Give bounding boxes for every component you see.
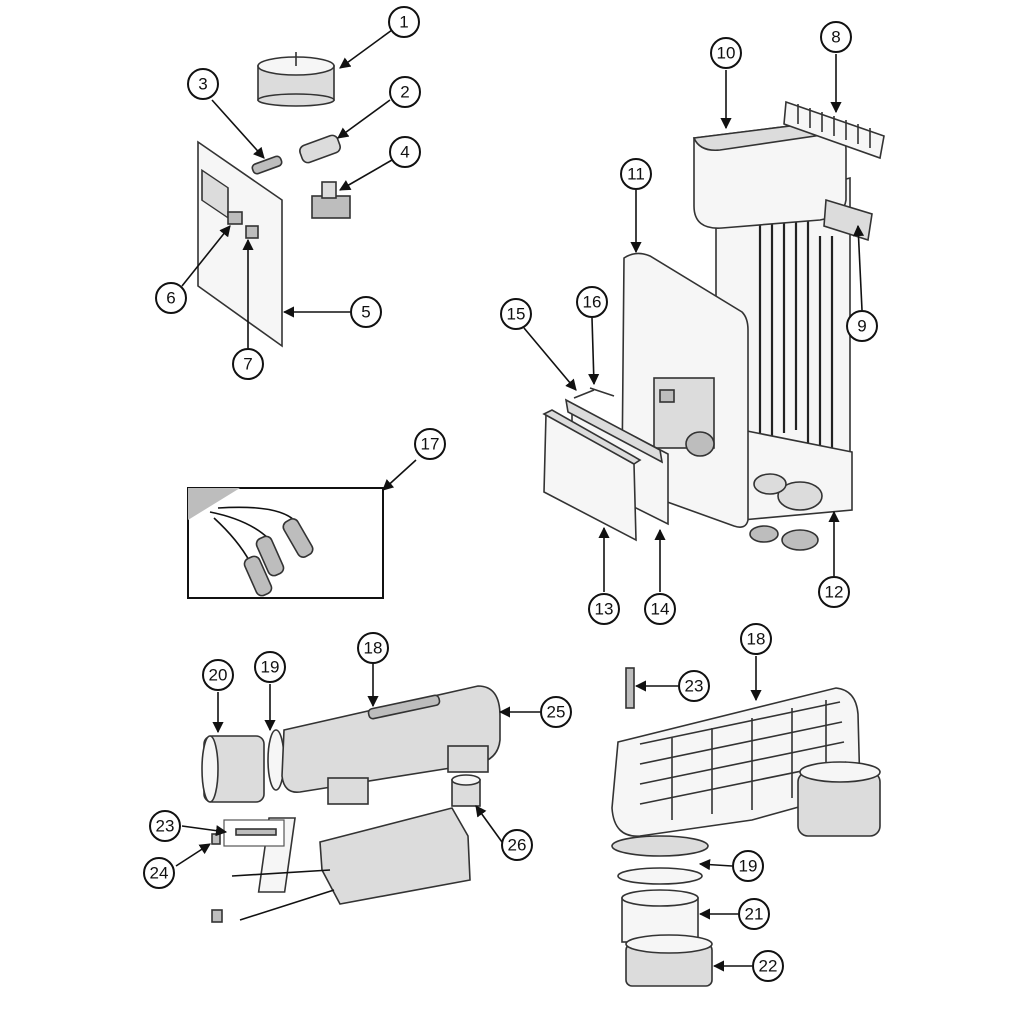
callout-2: 2 — [389, 76, 421, 108]
callout-5: 5 — [350, 296, 382, 328]
callout-15: 15 — [500, 298, 532, 330]
svg-text:7: 7 — [243, 355, 252, 374]
svg-text:13: 13 — [595, 600, 614, 619]
svg-text:22: 22 — [759, 957, 778, 976]
callout-14: 14 — [644, 593, 676, 625]
svg-text:24: 24 — [150, 864, 169, 883]
svg-text:18: 18 — [747, 630, 766, 649]
svg-text:23: 23 — [685, 677, 704, 696]
callout-6: 6 — [155, 282, 187, 314]
part-5-circuit-board — [197, 140, 283, 348]
callout-20: 20 — [202, 659, 234, 691]
callout-18-left: 18 — [357, 632, 389, 664]
callout-3: 3 — [187, 68, 219, 100]
svg-text:26: 26 — [508, 836, 527, 855]
callout-19-right: 19 — [732, 850, 764, 882]
svg-text:23: 23 — [156, 817, 175, 836]
svg-text:21: 21 — [745, 905, 764, 924]
callouts: 1 2 3 4 5 6 7 8 9 10 11 12 13 14 15 16 1… — [143, 6, 878, 982]
cell-assembly-right — [611, 667, 881, 987]
part-8-connector-strip — [783, 100, 885, 160]
svg-text:16: 16 — [583, 293, 602, 312]
callout-19-left: 19 — [254, 651, 286, 683]
svg-text:19: 19 — [261, 658, 280, 677]
part-17-inset — [187, 487, 384, 599]
svg-text:12: 12 — [825, 583, 844, 602]
callout-23-left: 23 — [149, 810, 181, 842]
part-4-bracket — [311, 181, 351, 219]
svg-text:25: 25 — [547, 703, 566, 722]
callout-9: 9 — [846, 310, 878, 342]
callout-11: 11 — [620, 158, 652, 190]
svg-text:18: 18 — [364, 639, 383, 658]
svg-text:1: 1 — [399, 13, 408, 32]
svg-text:10: 10 — [717, 44, 736, 63]
callout-13: 13 — [588, 593, 620, 625]
svg-text:11: 11 — [627, 165, 645, 184]
svg-text:3: 3 — [198, 75, 207, 94]
callout-25: 25 — [540, 696, 572, 728]
svg-text:17: 17 — [421, 435, 440, 454]
callout-7: 7 — [232, 348, 264, 380]
svg-text:5: 5 — [361, 303, 370, 322]
callout-16: 16 — [576, 286, 608, 318]
part-3-pin — [251, 155, 283, 175]
svg-text:6: 6 — [166, 289, 175, 308]
callout-17: 17 — [414, 428, 446, 460]
callout-26: 26 — [501, 829, 533, 861]
svg-text:15: 15 — [507, 305, 526, 324]
svg-text:14: 14 — [651, 600, 670, 619]
callout-8: 8 — [820, 21, 852, 53]
cell-assembly-left — [201, 685, 501, 923]
callout-24: 24 — [143, 857, 175, 889]
leader-lines — [175, 29, 865, 972]
svg-text:8: 8 — [831, 28, 840, 47]
svg-text:4: 4 — [400, 143, 409, 162]
callout-12: 12 — [818, 576, 850, 608]
callout-1: 1 — [388, 6, 420, 38]
front-panel-assembly — [542, 387, 669, 542]
svg-text:2: 2 — [400, 83, 409, 102]
callout-23-right: 23 — [678, 670, 710, 702]
svg-text:20: 20 — [209, 666, 228, 685]
svg-text:9: 9 — [857, 317, 866, 336]
callout-10: 10 — [710, 37, 742, 69]
part-1-knob — [257, 52, 335, 107]
heat-sink-fins — [758, 200, 834, 460]
callout-4: 4 — [389, 136, 421, 168]
callout-18-right: 18 — [740, 623, 772, 655]
callout-21: 21 — [738, 898, 770, 930]
part-2-plug — [299, 134, 341, 164]
callout-22: 22 — [752, 950, 784, 982]
svg-text:19: 19 — [739, 857, 758, 876]
